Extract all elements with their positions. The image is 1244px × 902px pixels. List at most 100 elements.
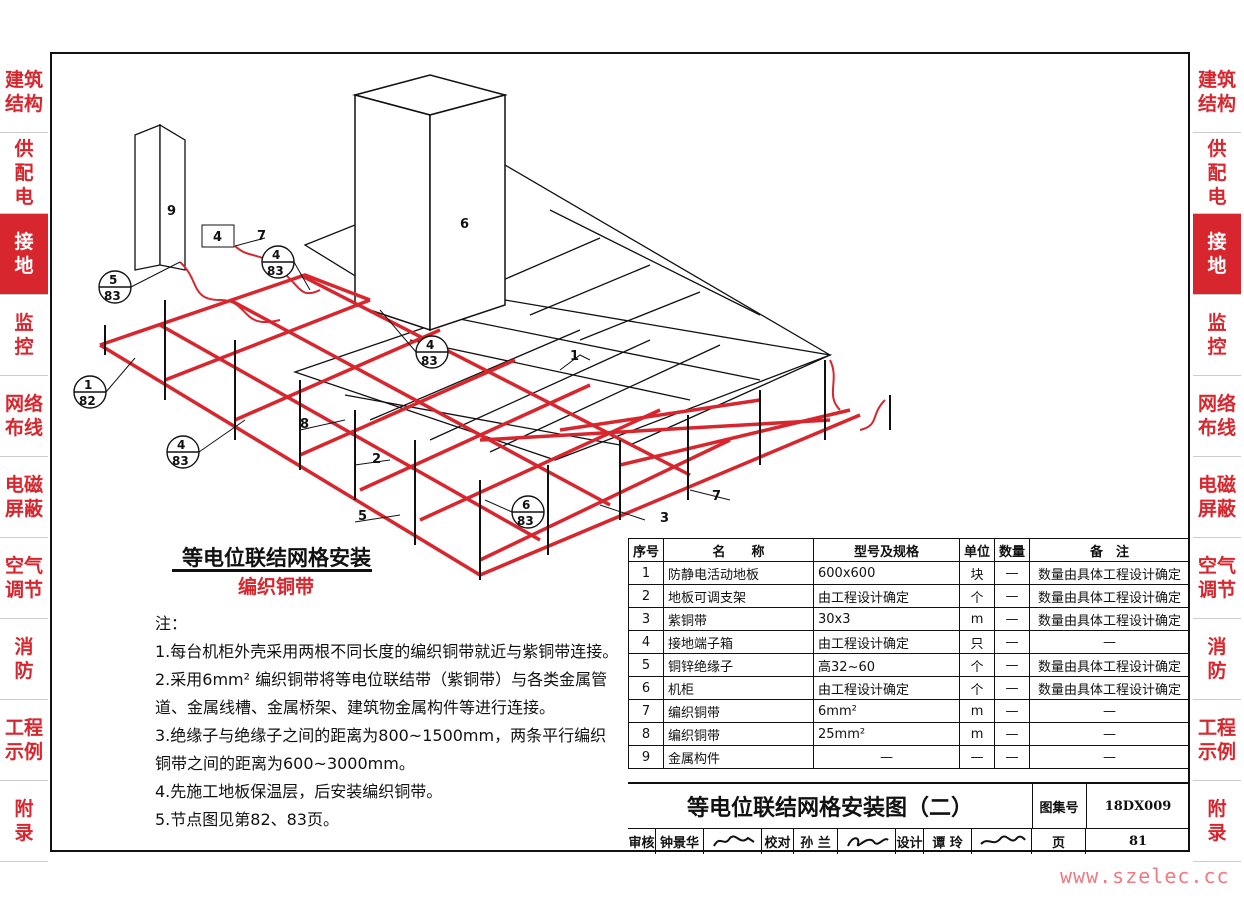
cell: 30x3 [813, 607, 961, 631]
cell: 个 [959, 653, 996, 677]
cell: 数量由具体工程设计确定 [1029, 676, 1190, 700]
side-tab-grounding[interactable]: 接 地 [0, 214, 48, 295]
right-category-tabs: 建筑 结构 供 配 电 接 地 监 控 网络 布线 电磁 屏蔽 空气 调节 消 … [1193, 52, 1241, 862]
col-header: 备 注 [1029, 538, 1190, 562]
review-label: 审核 [628, 828, 656, 854]
ref-num: 6 [522, 498, 530, 512]
col-header: 序号 [627, 538, 665, 562]
checker-signature [838, 828, 896, 854]
side-tab-power[interactable]: 供 配 电 [1193, 133, 1241, 214]
section-subtitle: 编织铜带 [238, 576, 315, 598]
note-line: 道、金属线槽、金属桥架、建筑物金属构件等进行连接。 [155, 698, 556, 717]
cell: 地板可调支架 [663, 584, 815, 608]
side-tab-examples[interactable]: 工程 示例 [0, 700, 48, 781]
cell: — [994, 584, 1031, 608]
ref-page: 83 [421, 354, 438, 368]
ref-page: 83 [172, 454, 189, 468]
label-6: 6 [460, 217, 469, 232]
cell: — [994, 699, 1031, 723]
label-3: 3 [660, 511, 669, 526]
cell: 由工程设计确定 [813, 630, 961, 654]
ref-page: 83 [517, 514, 534, 528]
detail-reference-callouts [73, 245, 545, 529]
cell: 数量由具体工程设计确定 [1029, 653, 1190, 677]
side-tab-grounding[interactable]: 接 地 [1193, 214, 1241, 295]
signature-row: 审核 钟景华 校对 孙 兰 设计 谭 玲 页 81 [628, 828, 1190, 854]
side-tab-cabling[interactable]: 网络 布线 [1193, 376, 1241, 457]
metal-member [134, 123, 186, 271]
cell: 1 [627, 561, 665, 585]
atlas-number: 18DX009 [1086, 784, 1190, 829]
cell: — [994, 676, 1031, 700]
label-4: 4 [213, 230, 222, 245]
cell: m [959, 607, 996, 631]
side-tab-monitoring[interactable]: 监 控 [0, 295, 48, 376]
side-tab-power[interactable]: 供 配 电 [0, 133, 48, 214]
designer-name: 谭 玲 [924, 828, 972, 854]
equipotential-grid-drawing: 9 6 4 7 1 8 2 5 3 7 5 83 4 83 4 83 1 82 … [73, 74, 891, 580]
cell: 高32~60 [813, 653, 961, 677]
cell: — [994, 653, 1031, 677]
design-label: 设计 [896, 828, 924, 854]
col-header: 单位 [959, 538, 996, 562]
note-line: 2.采用6mm² 编织铜带将等电位联结带（紫铜带）与各类金属管 [155, 670, 608, 689]
col-header: 数量 [994, 538, 1031, 562]
ref-num: 1 [84, 378, 92, 392]
left-category-tabs: 建筑 结构 供 配 电 接 地 监 控 网络 布线 电磁 屏蔽 空气 调节 消 … [0, 52, 48, 862]
ref-num: 5 [109, 273, 117, 287]
col-header: 型号及规格 [813, 538, 961, 562]
checker-name: 孙 兰 [794, 828, 838, 854]
cell: — [994, 722, 1031, 746]
cell: 3 [627, 607, 665, 631]
col-header: 名 称 [663, 538, 815, 562]
side-tab-fire[interactable]: 消 防 [1193, 619, 1241, 700]
cell: 8 [627, 722, 665, 746]
reviewer-name: 钟景华 [656, 828, 704, 854]
side-tab-shielding[interactable]: 电磁 屏蔽 [0, 457, 48, 538]
cell: — [813, 745, 961, 769]
check-label: 校对 [762, 828, 794, 854]
side-tab-monitoring[interactable]: 监 控 [1193, 295, 1241, 376]
notes-heading: 注： [155, 614, 188, 633]
cell: 金属构件 [663, 745, 815, 769]
label-7a: 7 [257, 229, 266, 244]
cell: 数量由具体工程设计确定 [1029, 584, 1190, 608]
side-tab-shielding[interactable]: 电磁 屏蔽 [1193, 457, 1241, 538]
side-tab-structure[interactable]: 建筑 结构 [1193, 52, 1241, 133]
drawing-text: 9 6 4 7 1 8 2 5 3 7 5 83 4 83 4 83 1 82 … [79, 204, 721, 528]
floor-supports [104, 300, 891, 580]
cell: 2 [627, 584, 665, 608]
terminal-box [201, 224, 235, 248]
atlas-label: 图集号 [1032, 784, 1087, 829]
side-tab-appendix[interactable]: 附 录 [1193, 781, 1241, 862]
cell: — [1029, 630, 1190, 654]
cell: 编织铜带 [663, 699, 815, 723]
side-tab-cabling[interactable]: 网络 布线 [0, 376, 48, 457]
side-tab-fire[interactable]: 消 防 [0, 619, 48, 700]
cell: 600x600 [813, 561, 961, 585]
cell: 铜锌绝缘子 [663, 653, 815, 677]
cell: 9 [627, 745, 665, 769]
cell: 由工程设计确定 [813, 584, 961, 608]
cell: — [994, 630, 1031, 654]
side-tab-hvac[interactable]: 空气 调节 [0, 538, 48, 619]
ref-page: 82 [79, 394, 96, 408]
side-tab-appendix[interactable]: 附 录 [0, 781, 48, 862]
cell: 只 [959, 630, 996, 654]
cell: 6 [627, 676, 665, 700]
drawing-frame [50, 52, 1190, 852]
ref-num: 4 [177, 438, 185, 452]
cell: m [959, 722, 996, 746]
side-tab-examples[interactable]: 工程 示例 [1193, 700, 1241, 781]
side-tab-structure[interactable]: 建筑 结构 [0, 52, 48, 133]
side-tab-hvac[interactable]: 空气 调节 [1193, 538, 1241, 619]
cell: — [1029, 722, 1190, 746]
label-7b: 7 [712, 489, 721, 504]
page-number: 81 [1128, 833, 1148, 849]
